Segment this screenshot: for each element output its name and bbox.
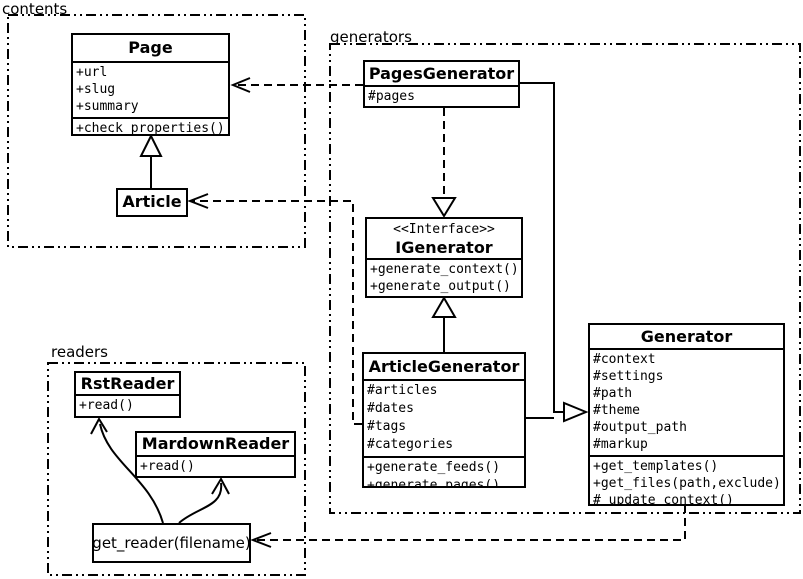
hollow-triangle-arrow-icon bbox=[431, 197, 457, 218]
method-row: +get_files(path,exclude) bbox=[593, 476, 781, 491]
methods-section: +check_properties() bbox=[73, 117, 228, 136]
package-label-contents: contents bbox=[2, 0, 68, 18]
call-getreader-to-rstreader-curve bbox=[99, 423, 164, 524]
methods-section: +read() bbox=[137, 455, 294, 476]
attributes-section: #context #settings #path #theme #output_… bbox=[590, 348, 783, 455]
methods-section: +get_templates() +get_files(path,exclude… bbox=[590, 455, 783, 506]
open-arrowhead-icon bbox=[187, 193, 209, 209]
method-row: +read() bbox=[79, 398, 134, 413]
attribute-row: #pages bbox=[368, 89, 415, 104]
class-pagesgenerator: PagesGenerator #pages bbox=[363, 60, 520, 108]
class-article: Article bbox=[116, 188, 188, 217]
class-title: ArticleGenerator bbox=[368, 357, 520, 376]
generalization-pagesgenerator-to-generator-line bbox=[519, 82, 564, 413]
method-row: +read() bbox=[140, 459, 195, 474]
attribute-row: #context bbox=[593, 352, 656, 367]
method-row: +generate_feeds() bbox=[367, 460, 501, 475]
attribute-row: #articles bbox=[367, 383, 438, 398]
attribute-row: +summary bbox=[76, 99, 139, 114]
class-title: PagesGenerator bbox=[368, 64, 515, 83]
class-generator: Generator #context #settings #path #them… bbox=[588, 323, 785, 506]
method-row: #_update_context() bbox=[593, 493, 734, 506]
class-mardownreader: MardownReader +read() bbox=[135, 431, 296, 478]
class-articlegenerator: ArticleGenerator #articles #dates #tags … bbox=[362, 352, 526, 488]
class-title: Page bbox=[128, 38, 173, 57]
open-arrowhead-icon bbox=[90, 416, 108, 435]
hollow-triangle-arrow-icon bbox=[431, 296, 457, 318]
attributes-section: #pages bbox=[365, 85, 518, 106]
readers-package-border bbox=[47, 362, 306, 576]
attribute-row: #settings bbox=[593, 369, 664, 384]
method-row: +generate_context() bbox=[370, 262, 519, 277]
attribute-row: #path bbox=[593, 386, 633, 401]
open-arrowhead-icon bbox=[211, 476, 230, 495]
call-getreader-to-mardownreader-curve bbox=[178, 482, 223, 524]
attribute-row: #categories bbox=[367, 437, 454, 452]
class-igenerator: <<Interface>> IGenerator +generate_conte… bbox=[365, 217, 523, 298]
method-row: +get_templates() bbox=[593, 459, 719, 474]
attribute-row: #theme bbox=[593, 403, 640, 418]
dependency-generator-to-getreader-line bbox=[255, 505, 686, 541]
method-row: +generate_pages() bbox=[367, 478, 501, 488]
class-page: Page +url +slug +summary +check_properti… bbox=[71, 33, 230, 136]
class-title: RstReader bbox=[80, 374, 175, 393]
open-arrowhead-icon bbox=[250, 532, 272, 548]
attribute-row: +url bbox=[76, 65, 108, 80]
attribute-row: #output_path bbox=[593, 420, 687, 435]
dependency-articlegenerator-to-article-line bbox=[192, 200, 362, 425]
method-row: +generate_output() bbox=[370, 279, 511, 294]
stereotype-label: <<Interface>> bbox=[393, 222, 495, 237]
methods-section: +read() bbox=[76, 394, 179, 416]
methods-section: +generate_context() +generate_output() bbox=[367, 258, 521, 296]
class-title: IGenerator bbox=[395, 238, 493, 257]
attribute-row: +slug bbox=[76, 82, 116, 97]
hollow-triangle-arrow-icon bbox=[139, 133, 163, 157]
package-label-readers: readers bbox=[51, 343, 108, 361]
hollow-triangle-arrow-icon bbox=[563, 401, 589, 423]
contents-package-border bbox=[7, 14, 306, 248]
attributes-section: #articles #dates #tags #categories bbox=[364, 379, 524, 456]
class-title: MardownReader bbox=[141, 434, 290, 453]
attribute-row: #markup bbox=[593, 437, 648, 452]
class-title: Generator bbox=[640, 327, 733, 346]
package-label-generators: generators bbox=[330, 28, 412, 46]
attribute-row: #dates bbox=[367, 401, 414, 416]
open-arrowhead-icon bbox=[230, 77, 251, 93]
method-row: +check_properties() bbox=[76, 121, 225, 136]
function-label: get_reader(filename) bbox=[92, 534, 251, 552]
function-get-reader: get_reader(filename) bbox=[92, 523, 251, 563]
class-title: Article bbox=[122, 192, 182, 211]
generators-package-border bbox=[329, 43, 801, 514]
methods-section: +generate_feeds() +generate_pages() bbox=[364, 456, 524, 488]
attributes-section: +url +slug +summary bbox=[73, 61, 228, 117]
class-rstreader: RstReader +read() bbox=[74, 371, 181, 418]
attribute-row: #tags bbox=[367, 419, 407, 434]
